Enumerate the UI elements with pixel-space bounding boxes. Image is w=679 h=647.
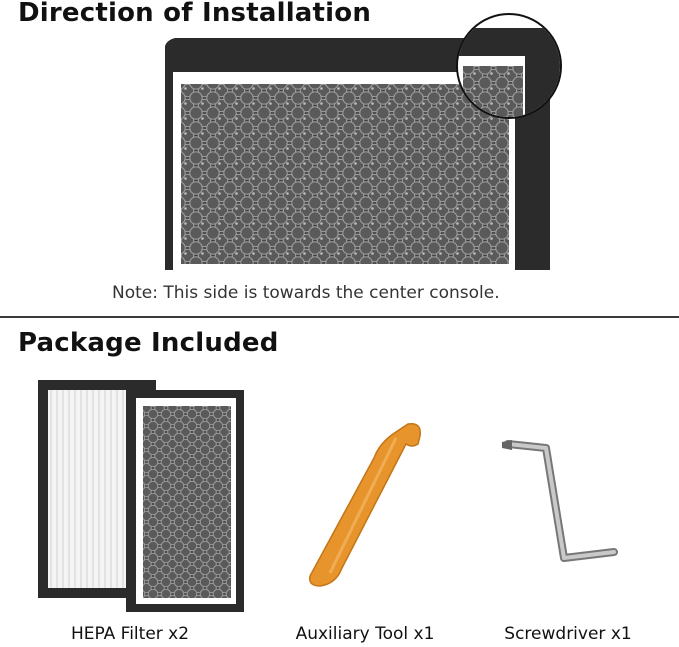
pry-tool-icon: [300, 418, 430, 590]
installation-heading: Direction of Installation: [18, 0, 372, 28]
installation-note: Note: This side is towards the center co…: [112, 283, 500, 303]
filter-icon: [36, 378, 248, 618]
package-item-label: Auxiliary Tool x1: [295, 624, 435, 644]
package-heading: Package Included: [18, 328, 279, 358]
screwdriver-icon: [498, 438, 626, 572]
section-divider: [0, 316, 679, 318]
package-item-label: Screwdriver x1: [504, 624, 632, 644]
filter-install-image: [145, 8, 575, 278]
package-item-label: HEPA Filter x2: [70, 624, 190, 644]
